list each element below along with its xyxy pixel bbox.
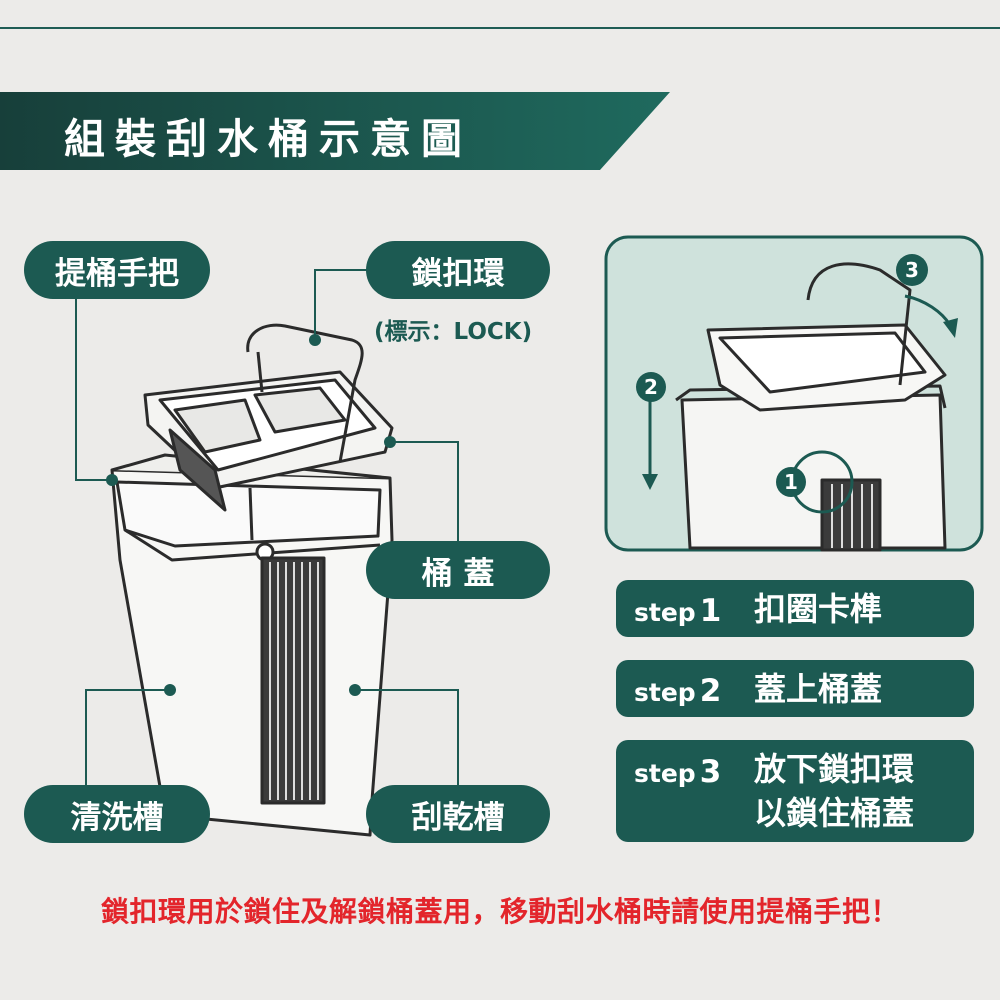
label-handle: 提桶手把 [24,241,210,299]
inset-marker-3: 3 [896,254,928,286]
title-banner [0,92,670,170]
step-1-num: 1 [699,593,722,629]
page-title: 組裝刮水桶示意圖 [64,115,472,163]
warning-text: 鎖扣環用於鎖住及解鎖桶蓋用，移動刮水桶時請使用提桶手把！ [100,895,899,928]
step-3-text: 放下鎖扣環 [754,750,915,788]
step-2-num: 2 [699,673,722,709]
label-lid: 桶 蓋 [366,541,550,599]
step-3-label: step [634,759,696,788]
step-3-num: 3 [699,754,722,790]
label-dry-tank: 刮乾槽 [366,785,550,843]
label-wash-tank: 清洗槽 [24,785,210,843]
inset-marker-1: 1 [776,467,806,497]
step-2-text: 蓋上桶蓋 [754,670,883,708]
label-lock-note: (標示：LOCK) [374,319,533,345]
step-1-label: step [634,598,696,627]
step-2-label: step [634,678,696,707]
label-lock-ring: 鎖扣環 [366,241,550,299]
step-1-text: 扣圈卡榫 [754,590,883,628]
step-3-text2: 以鎖住桶蓋 [754,794,915,832]
top-divider [0,27,1000,29]
inset-marker-2: 2 [636,372,666,402]
